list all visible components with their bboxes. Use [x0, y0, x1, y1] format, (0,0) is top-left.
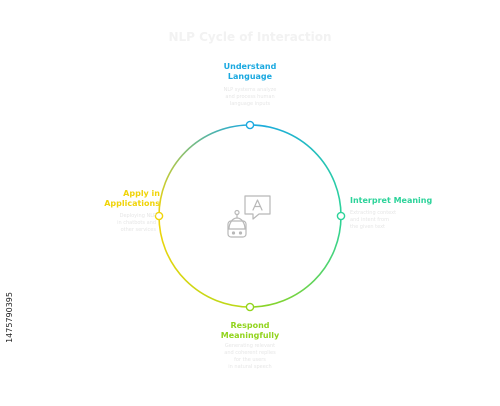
- node-interpret: [336, 211, 346, 221]
- step-label-understand: Understand Language: [200, 62, 300, 82]
- step-desc-line: in chatbots and: [117, 220, 156, 226]
- arc-top-right: [249, 124, 342, 217]
- step-label-line: Interpret Meaning: [350, 196, 433, 205]
- step-label-line: Understand: [223, 62, 277, 71]
- step-desc-line: for the users: [234, 357, 266, 363]
- step-label-respond: Respond Meaningfully: [200, 321, 300, 341]
- step-desc-interpret: Extracting context and intent from the g…: [350, 210, 450, 231]
- arc-bottom-right: [249, 215, 342, 308]
- step-desc-line: Extracting context: [350, 210, 397, 216]
- step-desc-apply: Deploying NLP in chatbots and other serv…: [60, 213, 156, 234]
- node-respond: [245, 302, 255, 312]
- step-desc-line: the given text: [350, 224, 386, 230]
- side-strip: [0, 0, 22, 406]
- step-desc-line: and process human: [225, 94, 275, 100]
- step-desc-line: in natural speech: [228, 364, 272, 370]
- node-understand: [245, 120, 255, 130]
- step-label-apply: Apply in Applications: [60, 189, 160, 209]
- step-label-line: Meaningfully: [220, 331, 280, 340]
- step-label-line: Language: [227, 72, 273, 81]
- diagram-title: NLP Cycle of Interaction: [168, 30, 332, 44]
- arc-top-left: [158, 124, 251, 217]
- step-label-interpret: Interpret Meaning: [350, 196, 450, 206]
- step-desc-understand: NLP systems analyze and process human la…: [200, 87, 300, 108]
- step-desc-line: Deploying NLP: [119, 213, 156, 219]
- step-desc-line: Generating relevant: [224, 343, 276, 349]
- robot-chat-translate-icon: [227, 195, 271, 238]
- step-desc-respond: Generating relevant and coherent replies…: [200, 343, 300, 371]
- step-desc-line: NLP systems analyze: [223, 87, 277, 93]
- step-desc-line: and intent from: [350, 217, 389, 223]
- arc-bottom-left: [158, 215, 251, 308]
- step-desc-line: and coherent replies: [224, 350, 276, 356]
- step-label-line: Respond: [230, 321, 270, 330]
- node-apply: [154, 211, 164, 221]
- step-label-line: Applications: [104, 199, 160, 208]
- step-desc-line: language inputs: [229, 101, 271, 107]
- step-desc-line: other services: [120, 227, 156, 233]
- step-label-line: Apply in: [123, 189, 160, 198]
